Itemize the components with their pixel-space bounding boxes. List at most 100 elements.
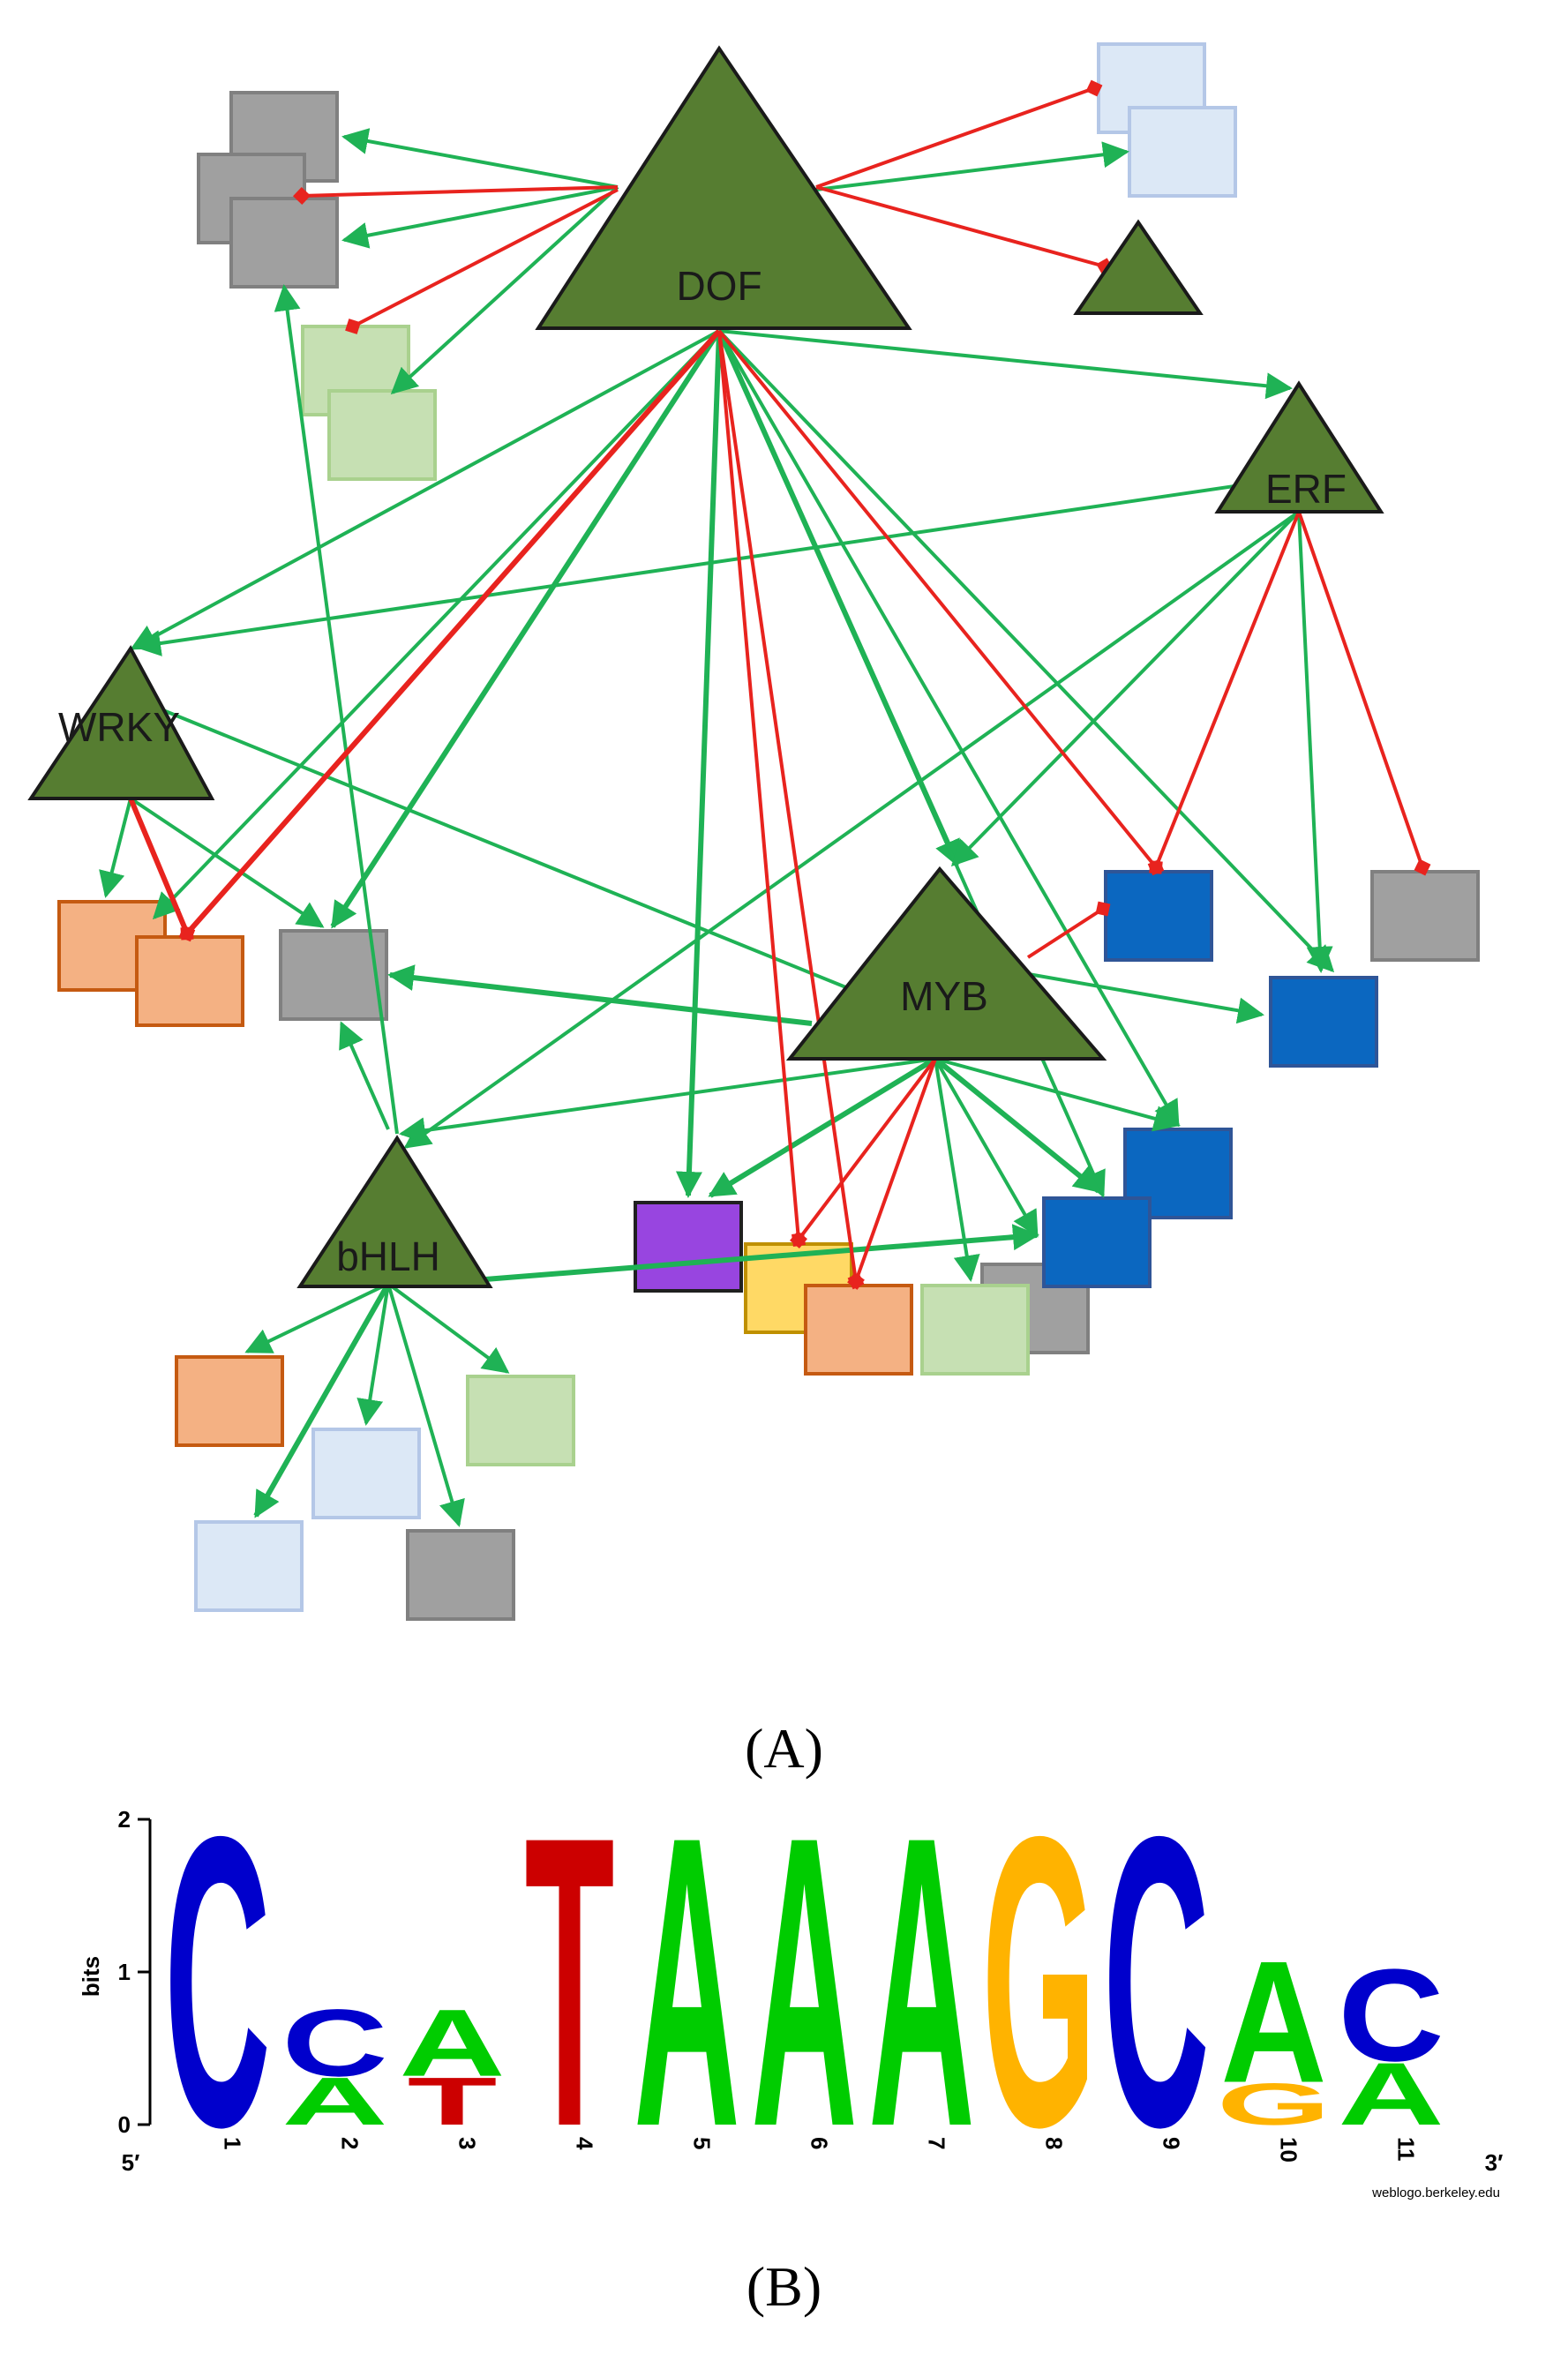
tf-node-wrky: WRKY <box>27 645 215 800</box>
edge-activation <box>934 1056 1101 1194</box>
edge-repression <box>1147 511 1301 876</box>
logo-letter-t: T <box>525 1800 615 2213</box>
logo-letter-c: C <box>281 1990 387 2096</box>
edge-repression <box>1297 511 1431 876</box>
position-label: 5 <box>689 2137 716 2149</box>
logo-axes <box>138 1818 152 2126</box>
repression-edges <box>128 79 1431 1290</box>
edge-activation <box>717 329 1335 973</box>
edge-activation <box>253 1282 391 1518</box>
regulatory-network-diagram: DOF ERF WRKY MYB bHLH <box>27 42 1480 1621</box>
edge-activation <box>934 1058 1039 1238</box>
logo-letter-a: A <box>1338 2044 1444 2144</box>
edge-repression <box>717 330 865 1290</box>
panel-a-label: (A) <box>745 1717 823 1780</box>
gene-box-orange <box>804 1284 913 1376</box>
edge-activation <box>134 479 1272 656</box>
edge-activation <box>717 330 1106 1198</box>
edge-repression <box>345 188 619 334</box>
position-label: 11 <box>1393 2137 1420 2162</box>
tf-node-dof: DOF <box>535 45 912 330</box>
edge-activation <box>399 1057 936 1144</box>
logo-letter-c: C <box>1338 1943 1444 2089</box>
edge-repression <box>1026 901 1111 959</box>
logo-letter-c: C <box>1103 1800 1209 2213</box>
gene-box-orange <box>135 935 244 1027</box>
position-label: 4 <box>572 2137 598 2150</box>
position-label: 6 <box>807 2137 833 2149</box>
position-label: 2 <box>337 2137 364 2149</box>
weblogo-credit: weblogo.berkeley.edu <box>1371 2185 1500 2200</box>
logo-position-labels: 1 2 3 4 5 6 7 8 9 10 11 <box>220 2137 1420 2163</box>
logo-letter-g: G <box>1217 2071 1332 2137</box>
y-tick-label-0: 0 <box>118 2111 131 2138</box>
edge-activation <box>950 510 1301 867</box>
tf-node-bhlh: bHLH <box>296 1135 493 1288</box>
edge-activation <box>675 330 722 1198</box>
logo-letter-a: A <box>634 1800 739 2213</box>
activation-edges <box>99 128 1335 1527</box>
edge-activation <box>390 185 619 395</box>
tf-label-wrky: WRKY <box>58 704 180 750</box>
logo-letter-a: A <box>281 2064 387 2140</box>
edge-repression <box>792 1057 937 1247</box>
edge-activation <box>339 1021 390 1130</box>
edge-activation <box>387 964 813 1026</box>
edge-activation <box>152 329 721 920</box>
gene-box-gray <box>279 929 388 1021</box>
logo-letter-a: A <box>1220 1924 1326 2118</box>
edge-activation <box>356 1283 390 1426</box>
position-label: 1 <box>220 2137 246 2149</box>
edge-activation <box>130 695 916 1018</box>
edge-activation <box>934 1057 1181 1132</box>
gene-box-purple <box>634 1201 743 1293</box>
edge-activation <box>244 1282 389 1353</box>
edge-activation <box>403 510 1301 1149</box>
position-label: 8 <box>1041 2137 1068 2149</box>
edge-repression <box>717 329 1163 874</box>
gene-box-light-green <box>466 1375 575 1466</box>
edge-repression <box>180 329 722 941</box>
gene-box-dark-blue <box>1104 870 1213 962</box>
position-label: 3 <box>454 2137 481 2149</box>
edge-repression <box>717 330 807 1248</box>
gene-box-gray <box>406 1529 515 1621</box>
edge-activation <box>330 329 722 929</box>
tf-label-myb: MYB <box>900 973 988 1019</box>
edge-repression <box>128 797 196 942</box>
x-end-label: 3′ <box>1485 2149 1504 2176</box>
edge-repression <box>815 79 1103 189</box>
y-tick-label-1: 1 <box>118 1959 131 1985</box>
position-label: 10 <box>1276 2137 1302 2163</box>
edge-repression <box>815 185 1114 275</box>
x-start-label: 5′ <box>122 2149 140 2176</box>
edge-activation <box>341 185 619 249</box>
tf-node-small <box>1073 219 1204 315</box>
gene-box-dark-blue <box>1269 976 1378 1068</box>
position-label: 9 <box>1159 2137 1185 2149</box>
edge-activation <box>708 1056 937 1198</box>
tf-label-bhlh: bHLH <box>336 1233 440 1279</box>
logo-letter-a: A <box>868 1800 974 2213</box>
edge-activation <box>717 329 1180 1128</box>
panel-b-label: (B) <box>746 2255 822 2318</box>
gene-box-orange <box>175 1355 284 1447</box>
edge-repression <box>847 1058 937 1290</box>
gene-box-light-blue <box>311 1428 421 1519</box>
gene-box-dark-blue <box>1042 1196 1152 1288</box>
y-axis-label: bits <box>78 1956 104 1997</box>
tf-label-dof: DOF <box>676 263 761 309</box>
edge-activation <box>99 798 132 898</box>
edge-activation <box>815 141 1129 191</box>
gene-box-light-blue <box>194 1520 304 1612</box>
gene-box-gray <box>1370 870 1480 962</box>
logo-letter-g: G <box>982 1800 1097 2213</box>
gene-box-light-blue <box>1128 106 1237 198</box>
edge-activation <box>386 1283 465 1527</box>
edge-activation <box>484 1224 1039 1282</box>
position-label: 7 <box>924 2137 950 2149</box>
logo-letter-a: A <box>751 1800 857 2213</box>
edge-activation <box>130 329 720 650</box>
logo-letter-t: T <box>408 2064 498 2140</box>
